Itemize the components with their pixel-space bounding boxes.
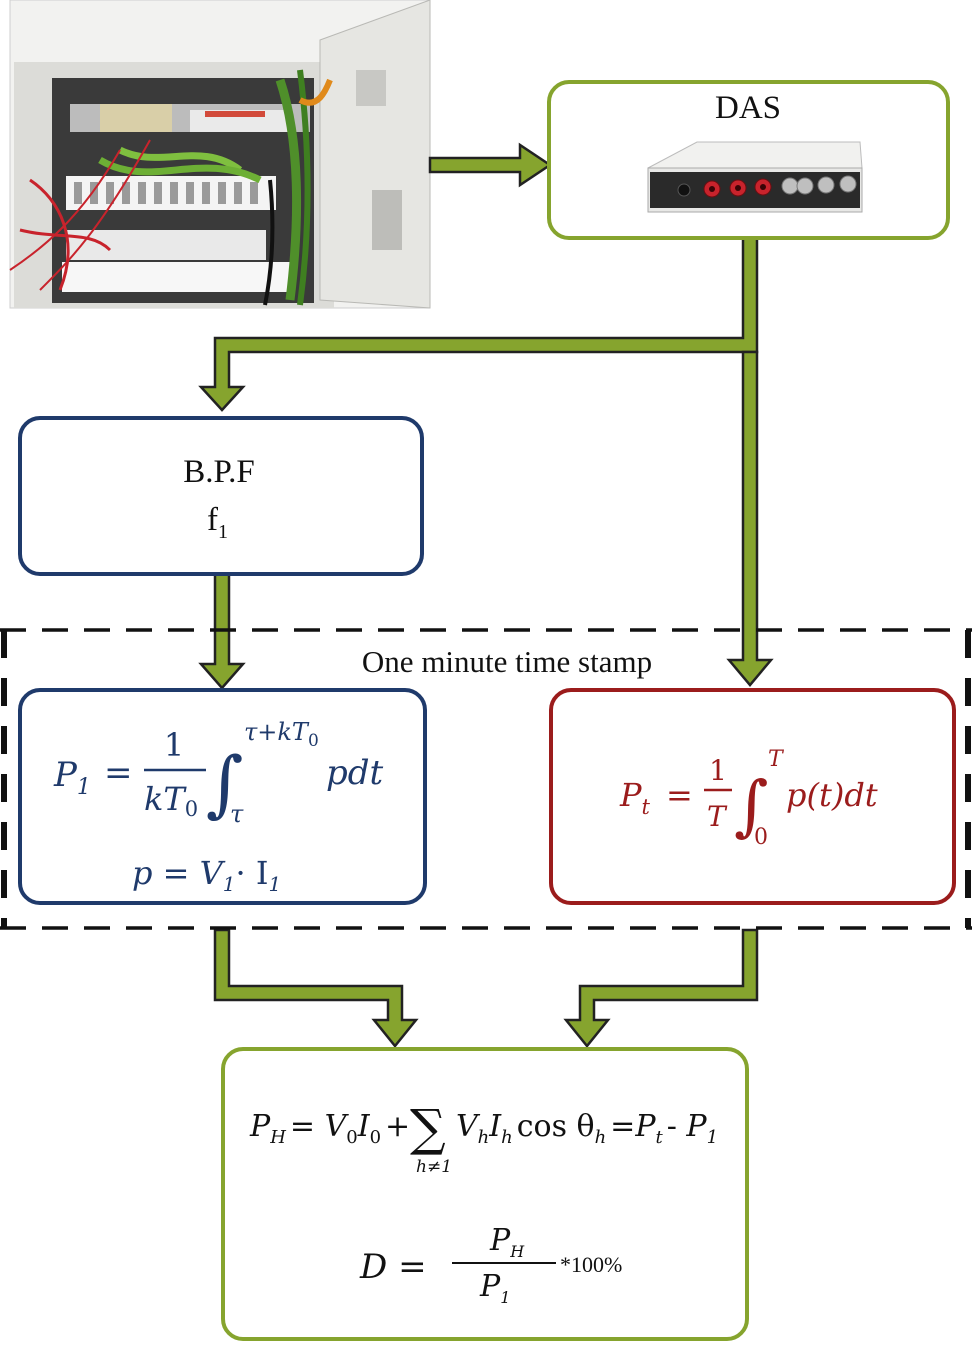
fund-equals: =: [104, 753, 133, 793]
total-formula: Pt = 1 T ∫ T 0 p(t)dt: [619, 747, 878, 850]
fund-upper-limit: τ+kT0: [244, 718, 319, 751]
fund-p-definition: p = V1· I1: [132, 854, 281, 896]
bpf-title: B.P.F: [183, 454, 255, 490]
harm-sum-index: h≠1: [416, 1157, 452, 1177]
electrical-cabinet-photo: [9, 0, 431, 309]
das-title: DAS: [715, 90, 781, 126]
total-integrand: p(t)dt: [786, 776, 878, 814]
timestamp-label: One minute time stamp: [362, 644, 652, 679]
total-upper-limit: T: [768, 747, 785, 772]
harm-d-denominator: P1: [479, 1269, 510, 1307]
bpf-box: B.P.F f1: [18, 416, 424, 576]
fundamental-formula: P1 = 1 kT0 ∫ τ+kT0 τ pdt p = V1· I1: [53, 718, 384, 896]
arrow-fundamental-to-harmonic: [213, 928, 419, 1048]
harm-d-multiplier: *100%: [560, 1252, 622, 1277]
arrow-total-to-harmonic: [563, 928, 759, 1048]
total-power-box: Pt = 1 T ∫ T 0 p(t)dt: [549, 688, 956, 905]
harm-d-numerator: PH: [489, 1223, 525, 1261]
harm-d-lhs: D =: [359, 1247, 427, 1287]
total-lower-limit: 0: [754, 825, 768, 850]
harm-line1: PH= V0I0+: [249, 1109, 410, 1148]
total-lhs: Pt: [619, 776, 651, 819]
arrow-das-to-bpf: [198, 236, 759, 412]
bpf-freq-sub: 1: [218, 521, 228, 543]
harm-sum-sign: ∑: [410, 1099, 446, 1157]
total-denominator: T: [707, 800, 728, 833]
fund-integral-sign: ∫: [206, 741, 244, 825]
bpf-freq-base: f: [207, 502, 218, 538]
fundamental-power-box: P1 = 1 kT0 ∫ τ+kT0 τ pdt p = V1· I1: [18, 688, 427, 905]
total-equals: =: [666, 776, 693, 814]
fund-integrand: pdt: [326, 753, 384, 793]
total-numerator: 1: [709, 754, 727, 787]
das-box: DAS: [547, 80, 950, 240]
fund-denominator: kT0: [144, 780, 198, 821]
bpf-frequency: f1: [207, 502, 228, 543]
fund-lhs: P1: [53, 755, 91, 800]
fund-numerator: 1: [164, 726, 184, 764]
arrow-photo-to-das: [428, 142, 553, 188]
fund-lower-limit: τ: [230, 800, 244, 828]
arrow-das-to-total: [726, 350, 774, 687]
timestamp-region: One minute time stamp: [0, 628, 972, 930]
das-device-icon: [647, 141, 863, 213]
total-integral-sign: ∫: [734, 767, 768, 844]
